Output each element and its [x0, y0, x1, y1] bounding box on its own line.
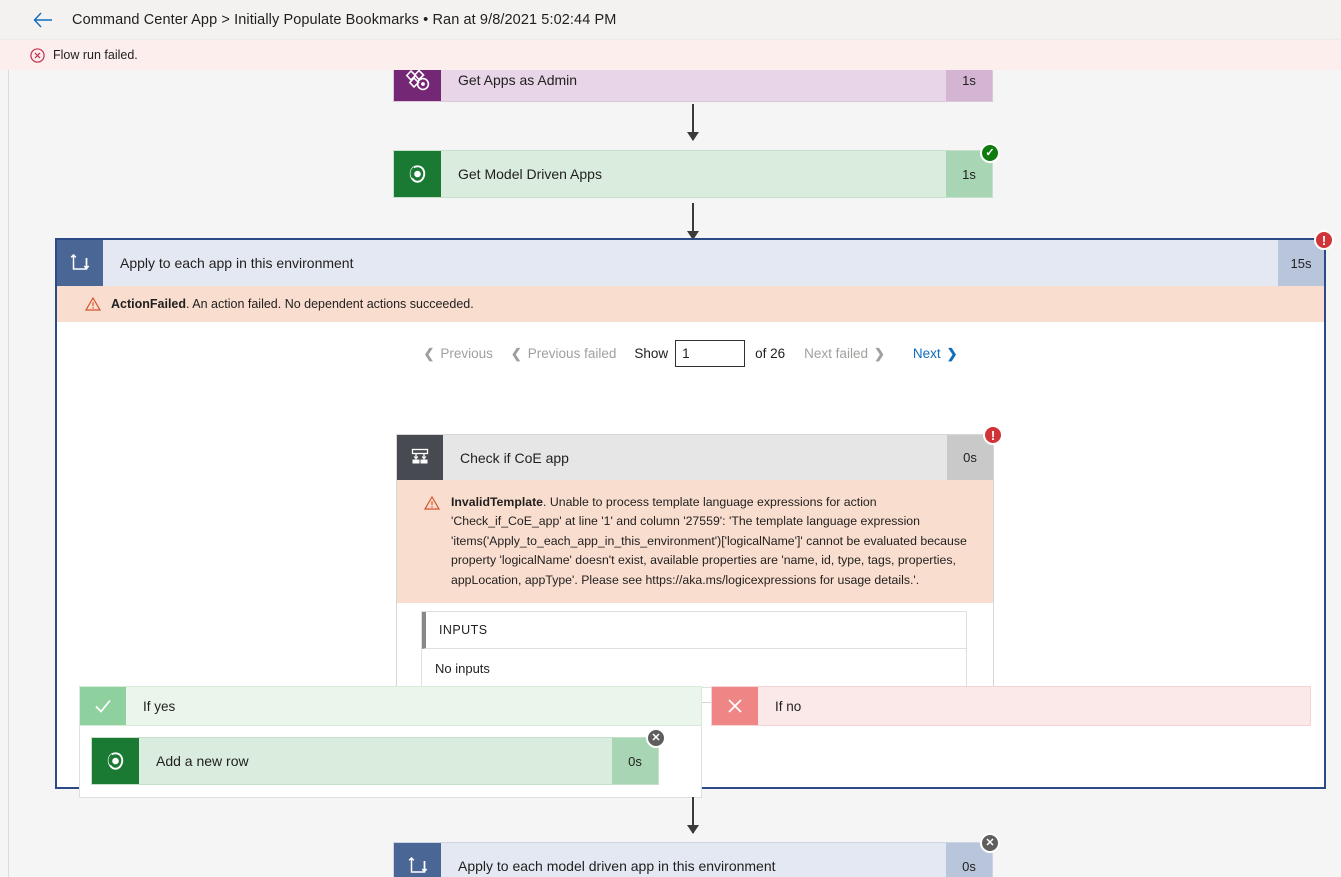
status-badge-failed: !: [983, 425, 1003, 445]
flow-run-status-banner: Flow run failed.: [0, 40, 1341, 70]
action-title: Get Apps as Admin: [458, 72, 578, 88]
pager-previous-button[interactable]: ❮ Previous: [414, 343, 501, 364]
chevron-left-icon: ❮: [423, 346, 435, 362]
pager-previous-failed-button[interactable]: ❮ Previous failed: [502, 343, 625, 364]
error-code: InvalidTemplate: [451, 495, 544, 509]
scope-error-message: ActionFailed. An action failed. No depen…: [57, 286, 1324, 323]
pager-show-input[interactable]: [675, 340, 746, 368]
warning-triangle-icon: [84, 296, 102, 311]
error-text: . An action failed. No dependent actions…: [186, 297, 474, 311]
loop-repeat-icon: [394, 843, 441, 877]
dataverse-icon: [92, 738, 139, 784]
action-card-add-a-new-row[interactable]: Add a new row 0s ✕: [91, 728, 666, 785]
check-mark-icon: [80, 687, 126, 725]
action-card-check-if-coe-app[interactable]: ! Check if CoE app 0s: [396, 425, 1003, 704]
command-bar: Command Center App > Initially Populate …: [0, 0, 1341, 40]
flow-canvas: Get Apps as Admin 1s Get Model Driven Ap…: [0, 70, 1341, 877]
pager-next-label: Next: [912, 346, 941, 362]
status-badge-skipped: ✕: [646, 728, 666, 748]
error-code: ActionFailed: [111, 297, 187, 311]
branch-if-no-header[interactable]: If no: [711, 686, 1311, 726]
branch-if-yes-header[interactable]: If yes: [79, 686, 702, 726]
power-platform-admin-icon: [394, 70, 441, 101]
pager-total-label: of 26: [755, 346, 786, 362]
chevron-right-icon: ❯: [946, 346, 958, 362]
action-duration: 0s: [946, 843, 992, 877]
pager-previous-failed-label: Previous failed: [527, 346, 617, 362]
branch-if-yes-body: Add a new row 0s ✕: [79, 726, 702, 798]
connector-arrow: [692, 104, 694, 140]
status-badge-failed: !: [1314, 230, 1334, 250]
condition-error-message: InvalidTemplate. Unable to process templ…: [397, 480, 993, 604]
action-title: Apply to each model driven app in this e…: [458, 858, 776, 874]
condition-duration: 0s: [947, 435, 993, 480]
inputs-panel: INPUTS No inputs: [421, 611, 967, 689]
branch-if-no-label: If no: [775, 698, 802, 714]
back-arrow-icon[interactable]: [30, 7, 56, 33]
breadcrumb: Command Center App > Initially Populate …: [72, 11, 617, 28]
scope-apply-to-each-app[interactable]: ! Apply to each app in this environm: [55, 230, 1334, 798]
pager-next-failed-label: Next failed: [804, 346, 868, 362]
inputs-body: No inputs: [435, 660, 490, 676]
canvas-left-rail: [8, 70, 9, 877]
chevron-left-icon: ❮: [510, 346, 522, 362]
branch-if-yes: If yes Add a new: [79, 686, 702, 798]
warning-triangle-icon: [423, 495, 441, 510]
connector-arrow: [692, 797, 694, 833]
banner-text: Flow run failed.: [53, 48, 138, 62]
scope-duration: 15s: [1278, 240, 1324, 286]
pager-show-label: Show: [634, 346, 669, 362]
condition-branch-icon: [397, 435, 443, 480]
condition-header[interactable]: Check if CoE app 0s: [397, 435, 993, 480]
scope-header[interactable]: Apply to each app in this environment 15…: [57, 240, 1324, 286]
action-title: Add a new row: [156, 753, 249, 769]
connector-arrow: [692, 203, 694, 239]
action-title: Get Model Driven Apps: [458, 166, 602, 182]
action-card-get-model-driven-apps[interactable]: Get Model Driven Apps 1s ✓: [393, 143, 1000, 198]
status-badge-skipped: ✕: [980, 833, 1000, 853]
pager-next-failed-button[interactable]: Next failed ❯: [795, 343, 894, 364]
status-badge-succeeded: ✓: [980, 143, 1000, 163]
branch-if-yes-label: If yes: [143, 698, 176, 714]
condition-title: Check if CoE app: [460, 449, 569, 466]
error-circle-x-icon: [30, 47, 45, 63]
pager-next-button[interactable]: Next ❯: [904, 343, 967, 364]
cross-mark-icon: [712, 687, 758, 725]
dataverse-icon: [394, 151, 441, 197]
chevron-right-icon: ❯: [873, 346, 885, 362]
scope-title: Apply to each app in this environment: [120, 255, 354, 271]
error-text: . Unable to process template language ex…: [451, 495, 967, 587]
iteration-pager: ❮ Previous ❮ Previous failed Show of 26 …: [57, 322, 1324, 368]
action-card-apply-to-each-model-driven-app[interactable]: Apply to each model driven app in this e…: [393, 833, 1000, 877]
inputs-header: INPUTS: [422, 612, 966, 650]
pager-previous-label: Previous: [440, 346, 493, 362]
action-duration: 1s: [946, 70, 992, 101]
branch-if-no: If no: [711, 686, 1311, 726]
loop-repeat-icon: [57, 240, 103, 286]
action-card-get-apps-as-admin[interactable]: Get Apps as Admin 1s: [393, 70, 993, 102]
